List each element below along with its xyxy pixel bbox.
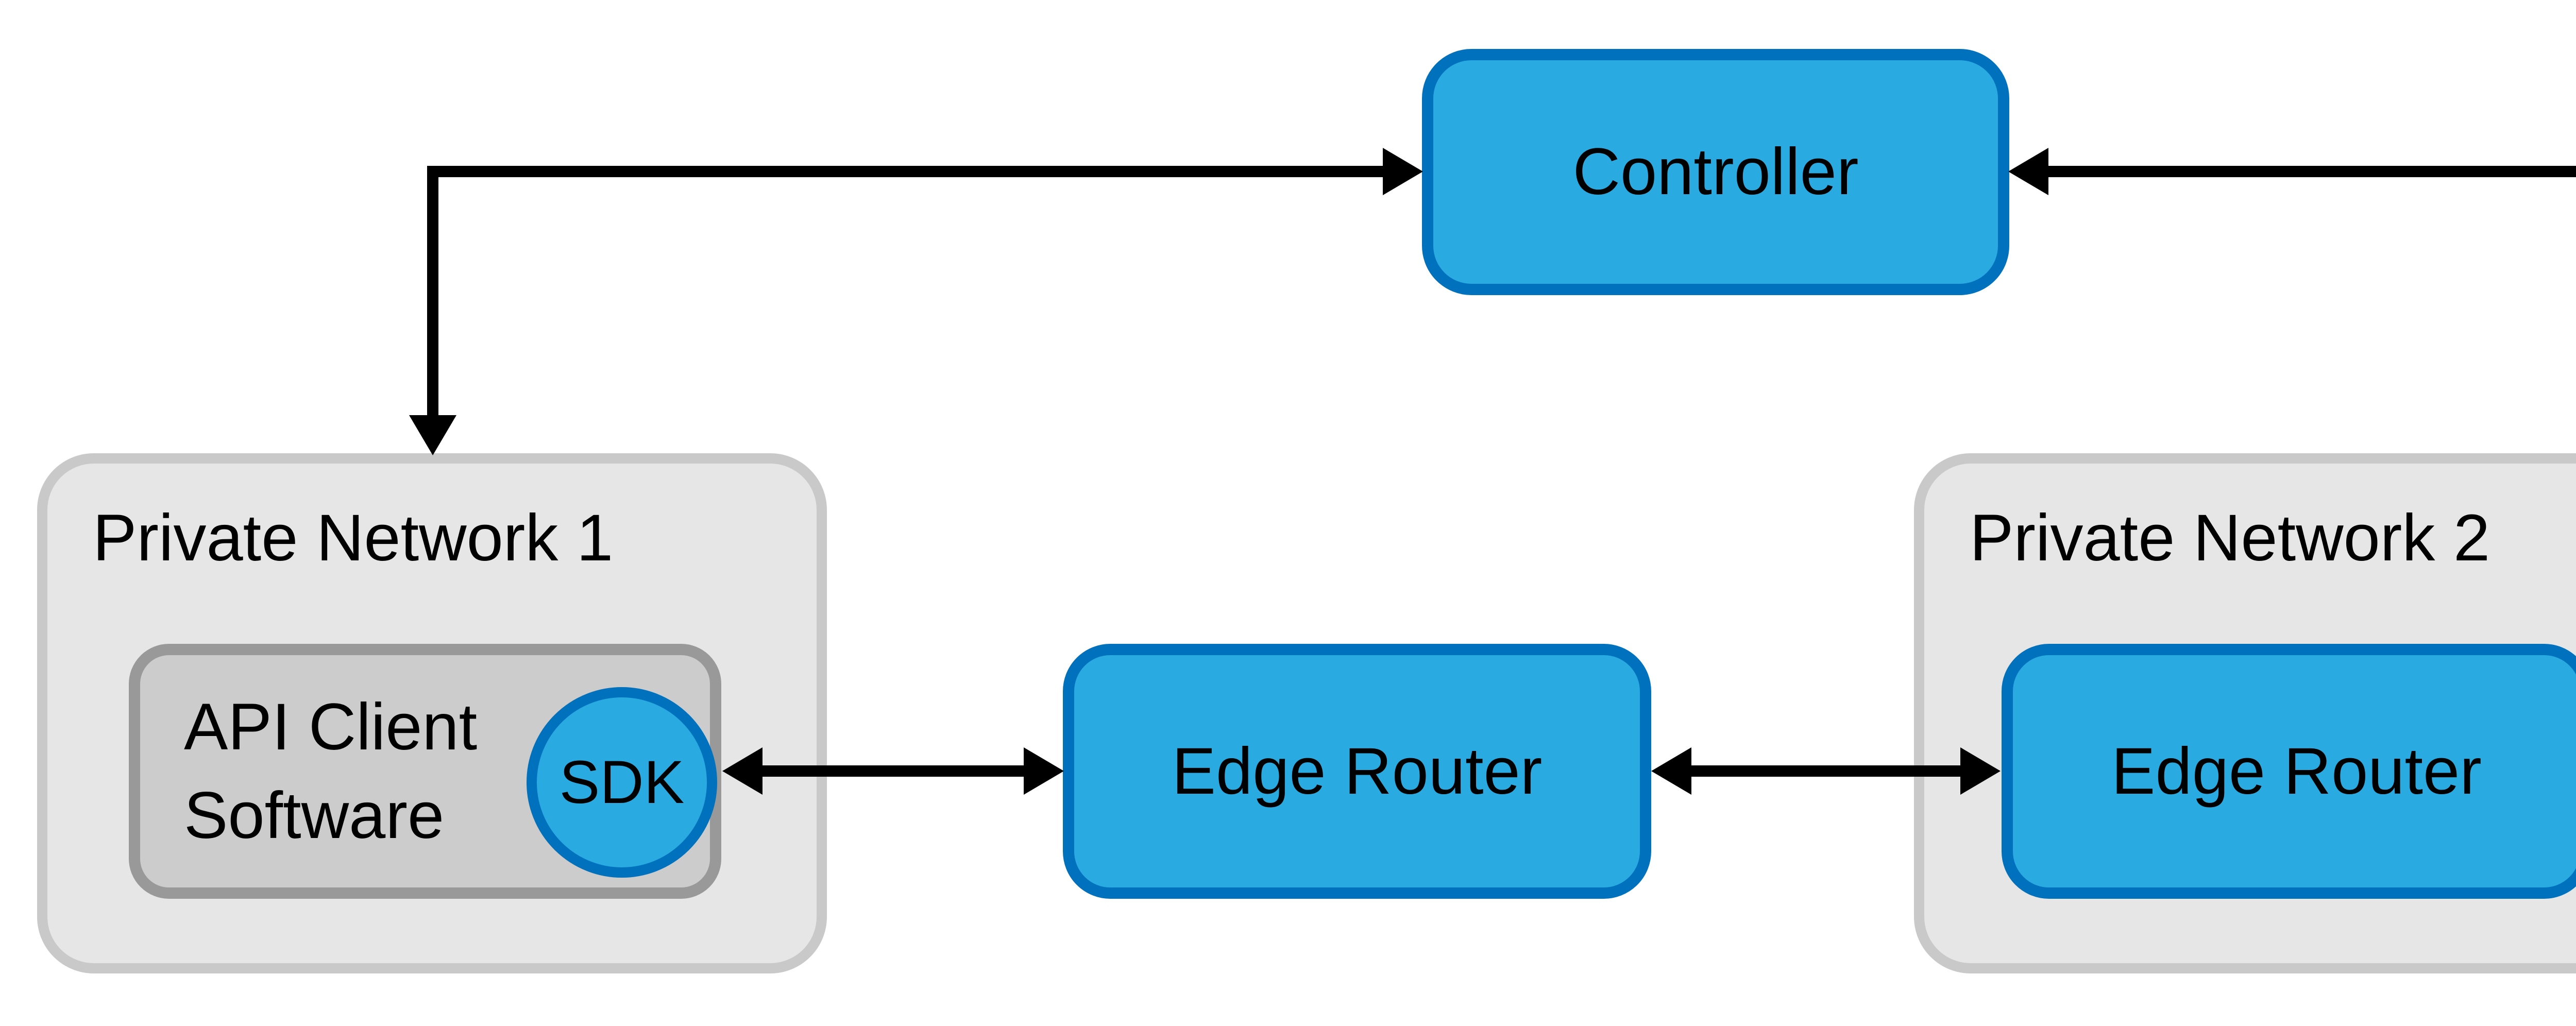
connector-sdk-client-edge-router (722, 747, 1064, 795)
private-network-1-label: Private Network 1 (93, 501, 614, 575)
arrowhead-right-icon (1383, 148, 1423, 195)
edge-router-pn2-label: Edge Router (2111, 734, 2482, 808)
controller-label: Controller (1572, 135, 1859, 209)
edge-router-pn2-node: Edge Router (2002, 644, 2576, 899)
arrowhead-left-icon (1651, 747, 1691, 795)
sdk-circle-client-label: SDK (559, 748, 685, 816)
connector-controller-pn1 (409, 148, 1423, 455)
api-client-software-node: API Client Software SDK (129, 644, 721, 899)
connector-shaft (427, 166, 1386, 418)
arrowhead-right-icon (1024, 747, 1064, 795)
connector-shaft (2045, 166, 2576, 177)
edge-router-middle-node: Edge Router (1063, 644, 1651, 899)
arrowhead-left-icon (2008, 148, 2048, 195)
api-client-software-label: API Client Software (184, 655, 477, 887)
api-client-software-label-line-2: Software (184, 778, 445, 852)
private-network-2-label: Private Network 2 (1970, 501, 2490, 575)
arrowhead-left-icon (722, 747, 762, 795)
controller-node: Controller (1422, 49, 2009, 295)
edge-router-middle-label: Edge Router (1172, 734, 1543, 808)
arrowhead-right-icon (1960, 747, 2001, 795)
api-client-software-label-line-1: API Client (184, 690, 478, 764)
connector-edge-routers (1651, 747, 2001, 795)
arrowhead-down-icon (409, 415, 456, 455)
connector-controller-pn2 (2008, 148, 2576, 195)
